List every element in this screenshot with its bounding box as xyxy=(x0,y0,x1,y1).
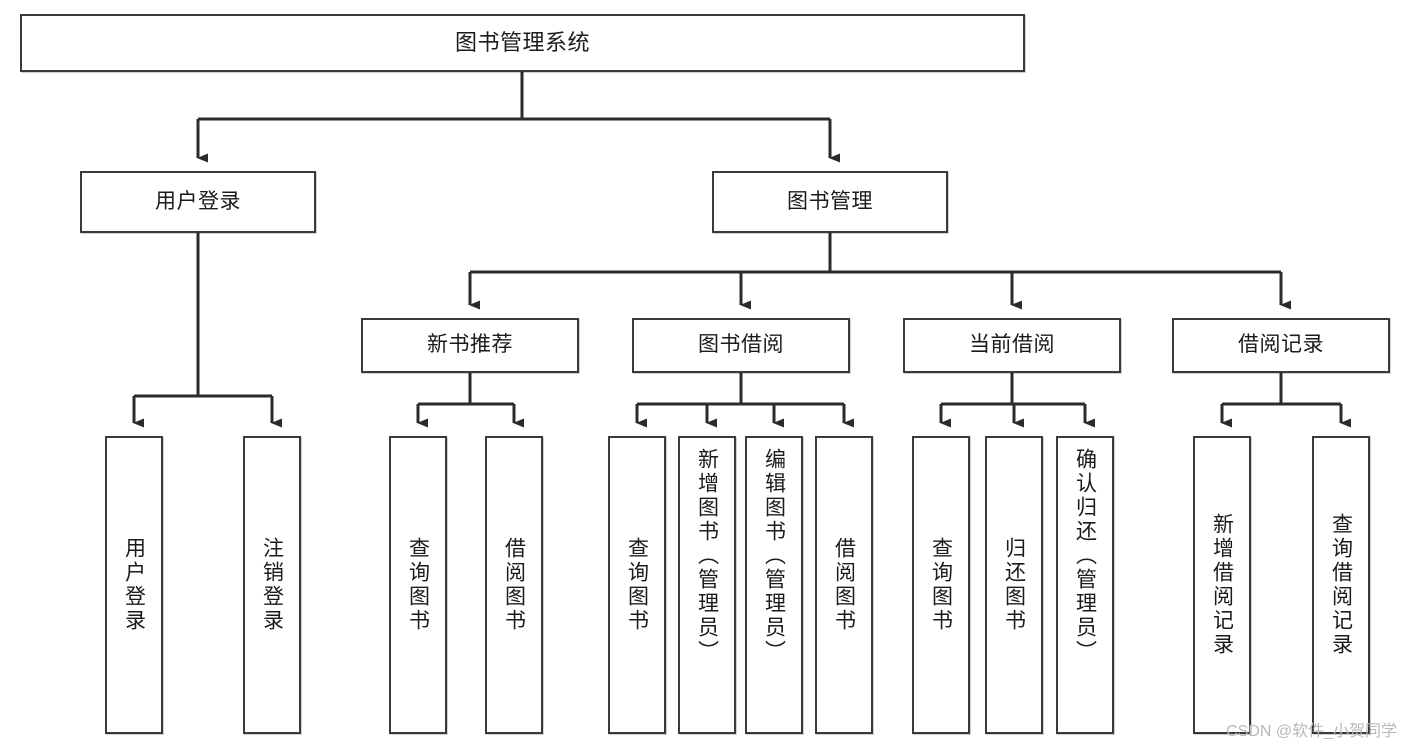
node-label-leaf-user-login: 用户登录 xyxy=(122,537,146,633)
node-new-book-recommend[interactable]: 新书推荐 xyxy=(361,318,579,373)
node-label-new-book-recommend: 新书推荐 xyxy=(427,333,513,357)
node-leaf-query-book-cur[interactable]: 查询图书 xyxy=(912,436,970,734)
connector-group xyxy=(132,72,1351,428)
node-borrow-record[interactable]: 借阅记录 xyxy=(1172,318,1390,373)
node-label-leaf-logout: 注销登录 xyxy=(260,537,284,633)
watermark: CSDN @软件_小贺同学 xyxy=(1226,723,1397,740)
node-label-leaf-confirm-return-admin: 确认归还（管理员） xyxy=(1073,448,1097,664)
node-book-manage[interactable]: 图书管理 xyxy=(712,171,948,233)
node-label-leaf-query-book-rec: 查询图书 xyxy=(406,537,430,633)
node-label-root: 图书管理系统 xyxy=(454,30,590,56)
node-label-user-login: 用户登录 xyxy=(155,189,241,213)
node-current-borrow[interactable]: 当前借阅 xyxy=(903,318,1121,373)
node-leaf-query-borrow-record[interactable]: 查询借阅记录 xyxy=(1312,436,1370,734)
node-label-current-borrow: 当前借阅 xyxy=(969,333,1055,357)
node-root[interactable]: 图书管理系统 xyxy=(20,14,1025,72)
node-label-leaf-edit-book-admin: 编辑图书（管理员） xyxy=(762,448,786,664)
node-label-leaf-query-book-borrow: 查询图书 xyxy=(625,537,649,633)
node-book-borrow[interactable]: 图书借阅 xyxy=(632,318,850,373)
node-label-leaf-query-book-cur: 查询图书 xyxy=(929,537,953,633)
node-label-leaf-borrow-book: 借阅图书 xyxy=(832,537,856,633)
node-label-book-borrow: 图书借阅 xyxy=(698,333,784,357)
node-leaf-user-login[interactable]: 用户登录 xyxy=(105,436,163,734)
node-label-leaf-query-borrow-record: 查询借阅记录 xyxy=(1329,513,1353,657)
node-label-leaf-return-book: 归还图书 xyxy=(1002,537,1026,633)
node-leaf-borrow-book[interactable]: 借阅图书 xyxy=(815,436,873,734)
node-leaf-return-book[interactable]: 归还图书 xyxy=(985,436,1043,734)
node-label-book-manage: 图书管理 xyxy=(787,189,873,213)
node-leaf-query-book-borrow[interactable]: 查询图书 xyxy=(608,436,666,734)
node-leaf-add-book-admin[interactable]: 新增图书（管理员） xyxy=(678,436,736,734)
node-label-leaf-add-borrow-record: 新增借阅记录 xyxy=(1210,513,1234,657)
node-label-borrow-record: 借阅记录 xyxy=(1238,333,1324,357)
node-leaf-confirm-return-admin[interactable]: 确认归还（管理员） xyxy=(1056,436,1114,734)
node-leaf-logout[interactable]: 注销登录 xyxy=(243,436,301,734)
node-user-login[interactable]: 用户登录 xyxy=(80,171,316,233)
node-leaf-borrow-book-rec[interactable]: 借阅图书 xyxy=(485,436,543,734)
node-leaf-add-borrow-record[interactable]: 新增借阅记录 xyxy=(1193,436,1251,734)
node-label-leaf-borrow-book-rec: 借阅图书 xyxy=(502,537,526,633)
node-leaf-query-book-rec[interactable]: 查询图书 xyxy=(389,436,447,734)
node-leaf-edit-book-admin[interactable]: 编辑图书（管理员） xyxy=(745,436,803,734)
node-label-leaf-add-book-admin: 新增图书（管理员） xyxy=(695,448,719,664)
